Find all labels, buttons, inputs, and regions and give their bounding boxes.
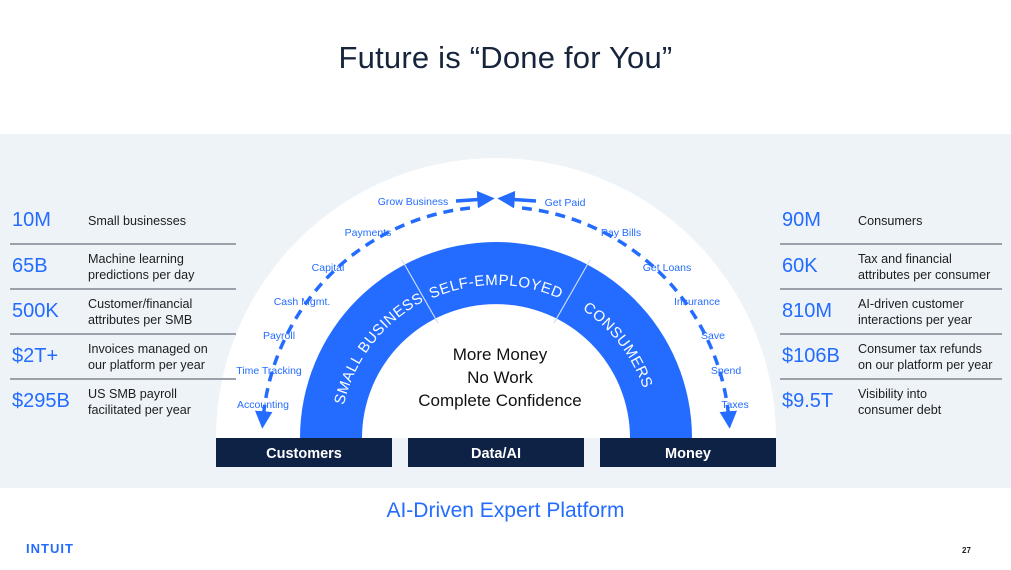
stat-value: $9.5T xyxy=(782,390,834,412)
center-line-complete-confidence: Complete Confidence xyxy=(418,391,581,410)
outer-label-accounting: Accounting xyxy=(237,399,289,411)
outer-label-spend: Spend xyxy=(711,365,742,377)
outer-label-cash-mgmt: Cash Mgmt. xyxy=(274,296,331,308)
stat-label: Consumers xyxy=(858,213,923,228)
left-cycle-arrow xyxy=(254,206,471,429)
center-line-more-money: More Money xyxy=(453,345,548,364)
stat-value: 60K xyxy=(782,255,818,277)
outer-label-payments: Payments xyxy=(345,227,392,239)
stat-value: 810M xyxy=(782,300,833,322)
pillar-label-data-ai: Data/AI xyxy=(471,446,521,462)
outer-label-taxes: Taxes xyxy=(721,399,748,411)
right-cycle-arrow xyxy=(521,206,738,429)
stat-row: 10M Small businesses xyxy=(10,198,236,243)
center-line-no-work: No Work xyxy=(467,368,533,387)
page-number: 27 xyxy=(962,546,971,555)
top-arrow-right xyxy=(455,190,495,209)
outer-label-grow-business: Grow Business xyxy=(378,196,449,208)
stat-value: $106B xyxy=(782,345,840,367)
pillar-data-ai xyxy=(408,438,584,467)
outer-label-payroll: Payroll xyxy=(263,330,295,342)
outer-label-time-tracking: Time Tracking xyxy=(236,365,302,377)
stat-value: 65B xyxy=(12,255,48,277)
top-arrow-left xyxy=(497,190,537,209)
pillar-label-money: Money xyxy=(665,446,711,462)
outer-label-insurance: Insurance xyxy=(674,296,720,308)
stat-value: 10M xyxy=(12,209,51,231)
outer-label-save: Save xyxy=(701,330,725,342)
segment-arch xyxy=(300,242,692,438)
stat-label: Small businesses xyxy=(88,213,186,228)
outer-label-get-paid: Get Paid xyxy=(545,197,586,209)
small-business-stats: 10M Small businesses 65B Machine learnin… xyxy=(10,198,236,423)
outer-label-capital: Capital xyxy=(312,262,345,274)
slide-title: Future is “Done for You” xyxy=(338,40,673,75)
intuit-logo: INTUIT xyxy=(26,541,74,556)
stat-value: $2T+ xyxy=(12,345,59,367)
stat-value: $295B xyxy=(12,390,70,412)
platform-label: AI-Driven Expert Platform xyxy=(386,499,625,522)
segment-divider-left xyxy=(401,259,439,324)
outer-label-pay-bills: Pay Bills xyxy=(601,227,641,239)
stat-value: 500K xyxy=(12,300,59,322)
pillar-money xyxy=(600,438,776,467)
segment-divider-right xyxy=(553,259,591,324)
outer-label-get-loans: Get Loans xyxy=(643,262,691,274)
pillar-customers xyxy=(216,438,392,467)
pillar-label-customers: Customers xyxy=(266,446,342,462)
stat-row: 90M Consumers xyxy=(780,198,1002,243)
stat-value: 90M xyxy=(782,209,821,231)
